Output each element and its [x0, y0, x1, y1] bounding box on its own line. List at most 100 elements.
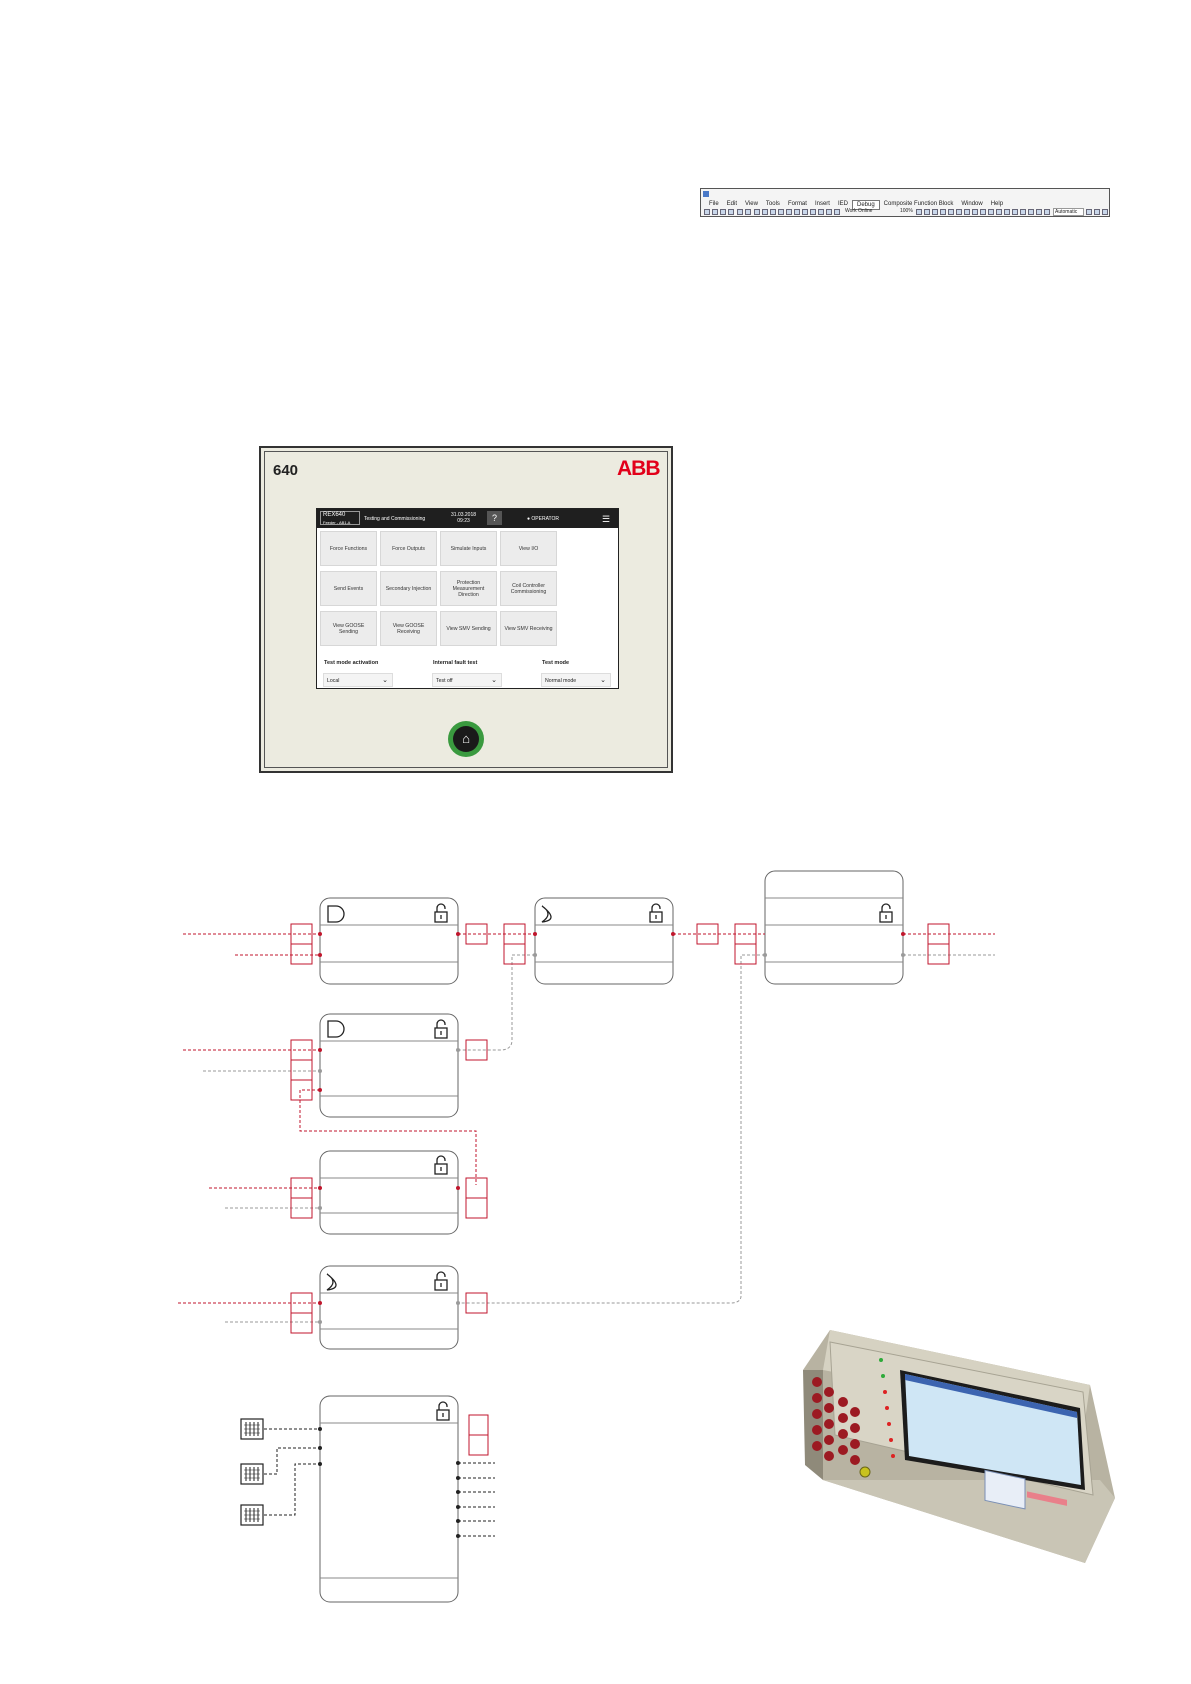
- function-block-output[interactable]: [764, 870, 904, 985]
- toolbar-icon-button[interactable]: [948, 209, 954, 215]
- tile-view-goose-sending[interactable]: View GOOSE Sending: [320, 611, 377, 646]
- toolbar-icon-button[interactable]: [754, 209, 760, 215]
- current-transformer-icon: [240, 1418, 264, 1440]
- home-icon: ⌂: [453, 726, 479, 752]
- home-button[interactable]: ⌂: [448, 721, 484, 757]
- connection-dots-black: [318, 1427, 460, 1538]
- current-transformer-icon: [240, 1504, 264, 1526]
- menu-item-view[interactable]: View: [745, 201, 758, 207]
- menu-item-insert[interactable]: Insert: [814, 201, 830, 207]
- toolbar-icon-button[interactable]: [802, 209, 808, 215]
- tile-force-functions[interactable]: Force Functions: [320, 531, 377, 566]
- tile-simulate-inputs[interactable]: Simulate Inputs: [440, 531, 497, 566]
- toolbar-icon-button[interactable]: [818, 209, 824, 215]
- tile-force-outputs[interactable]: Force Outputs: [380, 531, 437, 566]
- toolbar-icon-button[interactable]: [1102, 209, 1108, 215]
- help-button[interactable]: ?: [487, 511, 502, 525]
- toolbar-icon-button[interactable]: [1036, 209, 1042, 215]
- function-block-and-2[interactable]: [319, 1013, 459, 1118]
- toolbar-icon-button[interactable]: [1094, 209, 1100, 215]
- toolbar-icon-button[interactable]: [972, 209, 978, 215]
- tile-view-goose-receiving[interactable]: View GOOSE Receiving: [380, 611, 437, 646]
- toolbar-icon-button[interactable]: [1012, 209, 1018, 215]
- tile-view-smv-receiving[interactable]: View SMV Receiving: [500, 611, 557, 646]
- toolbar-icon-button[interactable]: [1004, 209, 1010, 215]
- tile-protection-measurement-direction[interactable]: Protection Measurement Direction: [440, 571, 497, 606]
- selector-value: Local: [327, 678, 340, 684]
- toolbar-icon-button[interactable]: [932, 209, 938, 215]
- toolbar-icon-button[interactable]: [704, 209, 710, 215]
- toolbar-icon-button[interactable]: [826, 209, 832, 215]
- hmi-screen: REX640 Feeder - AB1.A Testing and Commis…: [316, 508, 619, 689]
- selector-value: Test off: [436, 678, 453, 684]
- toolbar-icon-button[interactable]: [916, 209, 922, 215]
- toolbar-icon-button[interactable]: [794, 209, 800, 215]
- toolbar-icon-button[interactable]: [940, 209, 946, 215]
- device-tag[interactable]: REX640 Feeder - AB1.A: [320, 511, 360, 525]
- tile-send-events[interactable]: Send Events: [320, 571, 377, 606]
- socket-terminals: [812, 1377, 871, 1478]
- selector-dropdown[interactable]: Test off ⌄: [432, 673, 502, 687]
- hamburger-menu-icon[interactable]: ☰: [602, 514, 611, 524]
- tile-secondary-injection[interactable]: Secondary Injection: [380, 571, 437, 606]
- tile-coil-controller-commissioning[interactable]: Coil Controller Commissioning: [500, 571, 557, 606]
- function-block-and-1[interactable]: [319, 897, 459, 985]
- menu-item-help[interactable]: Help: [990, 201, 1004, 207]
- toolbar-icon-button[interactable]: [737, 209, 743, 215]
- toolbar-icon-button[interactable]: [996, 209, 1002, 215]
- tile-view-i-o[interactable]: View I/O: [500, 531, 557, 566]
- signal-wires-red: [178, 933, 995, 1304]
- function-block-3[interactable]: [319, 1150, 459, 1235]
- menu-item-file[interactable]: File: [709, 201, 719, 207]
- device-subtitle: Feeder - AB1.A: [323, 520, 351, 525]
- device-model-label: 640: [273, 462, 299, 479]
- current-transformer-icon: [240, 1463, 264, 1485]
- toolbar-icon-button[interactable]: [720, 209, 726, 215]
- menu-item-tools[interactable]: Tools: [765, 201, 780, 207]
- tile-view-smv-sending[interactable]: View SMV Sending: [440, 611, 497, 646]
- toolbar-icon-button[interactable]: [786, 209, 792, 215]
- toolbar-icon-button[interactable]: [924, 209, 930, 215]
- menu-item-composite-function-block[interactable]: Composite Function Block: [883, 201, 954, 207]
- menu-item-window[interactable]: Window: [961, 201, 983, 207]
- selector-dropdown[interactable]: Local ⌄: [323, 673, 393, 687]
- toolbar-icon-button[interactable]: [762, 209, 768, 215]
- menu-item-debug[interactable]: Debug: [851, 200, 880, 210]
- toolbar-icon-button[interactable]: [834, 209, 840, 215]
- chevron-down-icon: ⌄: [382, 677, 388, 684]
- analog-input-block[interactable]: [319, 1395, 459, 1603]
- device-name: REX640: [323, 512, 346, 518]
- toolbar-icon-button[interactable]: [728, 209, 734, 215]
- function-block-or-2[interactable]: [319, 1265, 459, 1350]
- toolbar-icon-button[interactable]: [980, 209, 986, 215]
- toolbar-icon-button[interactable]: [956, 209, 962, 215]
- chevron-down-icon: ⌄: [491, 677, 497, 684]
- menu-item-edit[interactable]: Edit: [726, 201, 738, 207]
- toolbar-icon-button[interactable]: [1044, 209, 1050, 215]
- function-block-or-1[interactable]: [534, 897, 674, 985]
- menu-item-format[interactable]: Format: [787, 201, 807, 207]
- toolbar-icon-button[interactable]: [712, 209, 718, 215]
- user-label[interactable]: ● OPERATOR: [527, 516, 559, 522]
- mode-select[interactable]: Automatic: [1053, 208, 1085, 216]
- toolbar-icon-button[interactable]: [964, 209, 970, 215]
- toolbar-icon-button[interactable]: [770, 209, 776, 215]
- abb-logo: ABB: [617, 457, 660, 480]
- menu-item-ied[interactable]: IED: [837, 201, 848, 207]
- toolbar-icon-button[interactable]: [1086, 209, 1092, 215]
- app-icon: [703, 191, 709, 197]
- toolbar-icon-button[interactable]: [1028, 209, 1034, 215]
- work-online-label[interactable]: Work Online: [845, 208, 873, 214]
- toolbar-icon-button[interactable]: [778, 209, 784, 215]
- test-set-device-image: [803, 1330, 1115, 1563]
- toolbar-icon-button[interactable]: [988, 209, 994, 215]
- toolbar-icon-button[interactable]: [745, 209, 751, 215]
- selector-label: Test mode: [542, 660, 570, 666]
- toolbar-icon-button[interactable]: [1020, 209, 1026, 215]
- toolbar-icon-button[interactable]: [810, 209, 816, 215]
- selector-dropdown[interactable]: Normal mode⌄: [541, 673, 611, 687]
- zoom-level[interactable]: 100%: [900, 208, 913, 214]
